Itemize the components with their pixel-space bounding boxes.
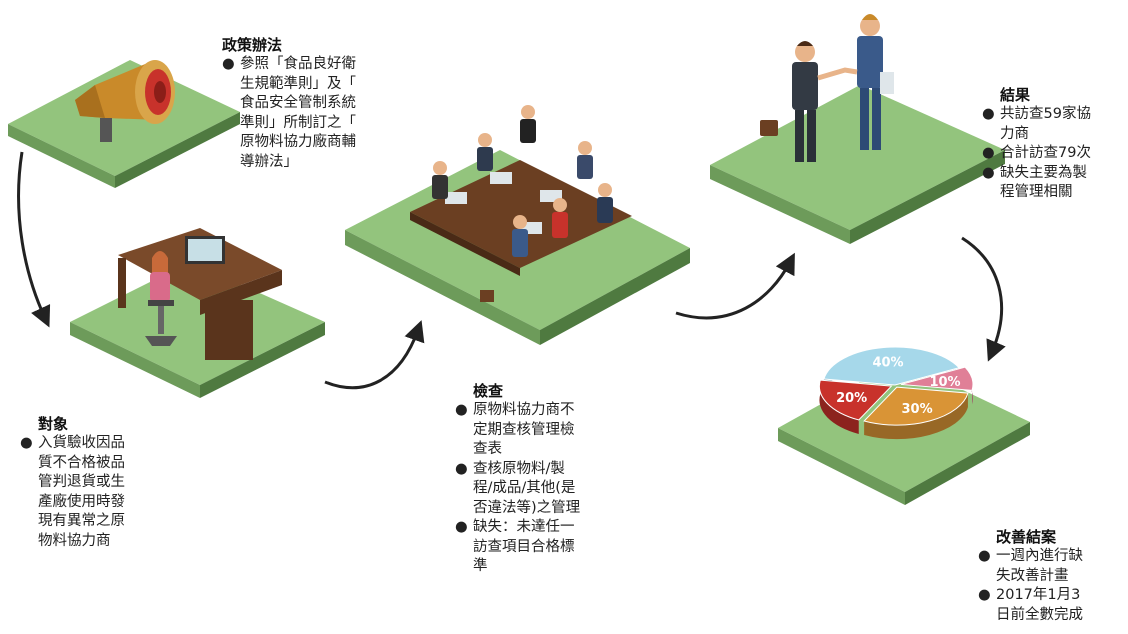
list-item-line: 物料協力商 — [38, 532, 111, 549]
pie-slice — [863, 386, 969, 426]
inspection-title: 檢查 — [473, 382, 504, 400]
list-item-line: 產廠使用時發 — [38, 493, 125, 510]
list-item-line: 查核原物料/製 — [473, 460, 565, 477]
bullet-icon: ● — [982, 164, 995, 181]
list-item: ● 參照「食品良好衛生規範準則」及「食品安全管制系統準則」所制訂之「原物料協力廠商… — [222, 55, 356, 172]
megaphone-icon — [75, 60, 175, 142]
list-item-line: 管判退貨或生 — [38, 474, 125, 490]
improve-title: 改善結案 — [996, 528, 1057, 546]
list-item-line: 原物料協力廠商輔 — [240, 134, 356, 150]
handshake-platform — [710, 85, 1005, 244]
pie-slice-side — [864, 393, 968, 440]
result-section: 結果 ● 共訪查59家協力商 ● 合計訪查79次 ● 缺失主要為製程管理相關 — [982, 84, 1091, 203]
list-item-line: 食品安全管制系統 — [240, 95, 356, 111]
policy-title: 政策辦法 — [222, 36, 283, 54]
bullet-icon: ● — [455, 460, 468, 477]
bullet-icon: ● — [982, 106, 995, 122]
pie-slice-side — [819, 380, 859, 434]
list-item-line: 入貨驗收因品 — [38, 435, 125, 451]
result-title: 結果 — [1000, 86, 1031, 104]
list-item-line: 現有異常之原 — [38, 513, 125, 529]
list-item-line: 缺失主要為製 — [1000, 164, 1087, 181]
list-item-line: 失改善計畫 — [996, 567, 1069, 584]
bullet-icon: ● — [978, 548, 991, 564]
arrow-target-to-inspection — [324, 320, 425, 390]
list-item: ● 合計訪查79次 — [982, 144, 1091, 164]
pie-slice-label: 20% — [836, 391, 867, 406]
pie-slice-label: 30% — [902, 402, 933, 417]
list-item-line: 質不合格被品 — [38, 454, 125, 471]
inspection-list: ● 原物料協力商不定期查核管理檢查表 ● 查核原物料/製程/成品/其他(是否違法等)之… — [455, 401, 580, 577]
list-item-line: 定期查核管理檢 — [473, 421, 575, 438]
pie-slice — [900, 366, 974, 391]
pie-slice-label: 40% — [872, 356, 903, 371]
list-item-line: 一週內進行缺 — [996, 548, 1083, 564]
list-item: ● 缺失：未達任一訪查項目合格標準 — [455, 518, 580, 577]
pie-slice — [823, 346, 961, 386]
list-item-line: 生規範準則」及「 — [240, 75, 356, 92]
list-item-line: 程/成品/其他(是 — [473, 480, 576, 496]
list-item-line: 原物料協力商不 — [473, 402, 575, 418]
list-item-line: 導辦法」 — [240, 153, 298, 170]
list-item: ● 2017年1月3 日前全數完成 — [978, 586, 1083, 625]
list-item: ● 原物料協力商不定期查核管理檢查表 — [455, 401, 580, 460]
meeting-table-icon — [410, 105, 632, 302]
list-item: ● 共訪查59家協力商 — [982, 105, 1091, 144]
arrow-result-to-improve — [961, 236, 1006, 362]
result-list: ● 共訪查59家協力商 ● 合計訪查79次 ● 缺失主要為製程管理相關 — [982, 105, 1091, 203]
list-item-line: 訪查項目合格標 — [473, 538, 575, 555]
policy-list: ● 參照「食品良好衛生規範準則」及「食品安全管制系統準則」所制訂之「原物料協力廠商… — [222, 55, 356, 172]
arrow-inspection-to-result — [675, 252, 795, 320]
list-item-line: 準 — [473, 558, 488, 574]
pie-slice — [818, 379, 893, 421]
list-item-line: 力商 — [1000, 125, 1029, 142]
improve-section: 改善結案 ● 一週內進行缺失改善計畫 ● 2017年1月3 日前全數完成 — [978, 526, 1083, 625]
list-item-line: 2017年1月3 — [996, 587, 1081, 603]
inspection-section: 檢查 ● 原物料協力商不定期查核管理檢查表 ● 查核原物料/製程/成品/其他(是否違法… — [455, 380, 580, 577]
bullet-icon: ● — [222, 56, 235, 72]
list-item: ● 一週內進行缺失改善計畫 — [978, 547, 1083, 586]
target-title: 對象 — [38, 415, 69, 433]
list-item-line: 否違法等)之管理 — [473, 499, 581, 516]
list-item-line: 日前全數完成 — [996, 606, 1083, 623]
desk-worker-icon — [118, 228, 282, 360]
list-item: ● 缺失主要為製程管理相關 — [982, 164, 1091, 203]
pie-chart: 40% 10% 30% 20% — [818, 346, 974, 440]
bullet-icon: ● — [455, 402, 468, 418]
list-item-line: 共訪查59家協 — [1000, 106, 1091, 122]
arrow-policy-to-target — [17, 151, 51, 328]
list-item: ● 入貨驗收因品質不合格被品管判退貨或生產廠使用時發現有異常之原物料協力商 — [20, 434, 125, 551]
list-item-line: 程管理相關 — [1000, 184, 1073, 200]
desk-platform — [70, 262, 325, 398]
list-item: ● 查核原物料/製程/成品/其他(是否違法等)之管理 — [455, 460, 580, 519]
list-item-line: 合計訪查79次 — [1000, 145, 1091, 161]
target-list: ● 入貨驗收因品質不合格被品管判退貨或生產廠使用時發現有異常之原物料協力商 — [20, 434, 125, 551]
bullet-icon: ● — [455, 519, 468, 535]
list-item-line: 參照「食品良好衛 — [240, 56, 356, 72]
list-item-line: 缺失：未達任一 — [473, 519, 575, 535]
list-item-line: 準則」所制訂之「 — [240, 114, 356, 131]
improve-list: ● 一週內進行缺失改善計畫 ● 2017年1月3 日前全數完成 — [978, 547, 1083, 625]
bullet-icon: ● — [978, 587, 991, 603]
pie-slice-label: 10% — [929, 375, 960, 390]
bullet-icon: ● — [20, 435, 33, 451]
list-item-line: 查表 — [473, 441, 502, 457]
policy-section: 政策辦法 ● 參照「食品良好衛生規範準則」及「食品安全管制系統準則」所制訂之「原物… — [222, 34, 356, 172]
bullet-icon: ● — [982, 145, 995, 161]
target-section: 對象 ● 入貨驗收因品質不合格被品管判退貨或生產廠使用時發現有異常之原物料協力商 — [20, 413, 125, 551]
handshake-icon — [760, 14, 894, 162]
